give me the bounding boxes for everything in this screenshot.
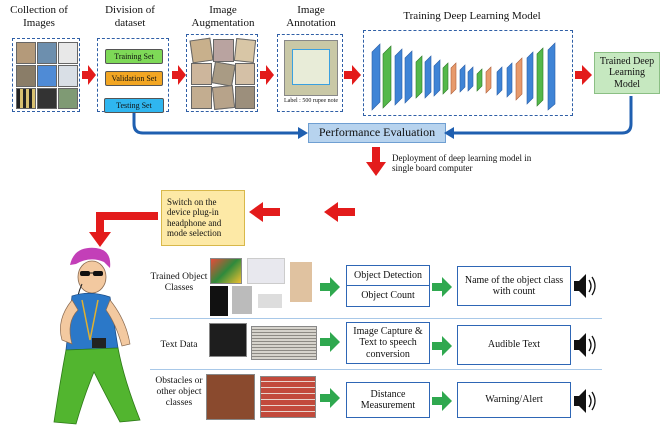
collection-title: Collection of Images [10,4,68,29]
text-image-blackboard [209,323,247,357]
training-set-pill: Training Set [105,49,163,64]
green-arrow-icon [432,277,452,297]
red-arrow-icon [260,65,274,85]
sample-image [37,88,57,109]
object-detection-box: Object Detection [346,265,430,286]
annotation-panel: Label : 500 rupee note [277,34,343,112]
row-input-label: Obstacles or other object classes [155,376,203,408]
annotation-label: Label : 500 rupee note [284,98,338,104]
speaker-icon [574,333,596,357]
annotated-note-image [284,40,338,96]
red-down-arrow-icon [366,147,386,176]
green-arrow-icon [320,277,340,297]
output-audible-text-box: Audible Text [457,325,571,365]
speaker-icon [574,274,596,298]
sample-image [16,42,36,64]
row-input-label: Text Data [160,340,198,350]
object-class-image [210,258,242,284]
augmentation-panel [186,34,258,112]
sample-image [58,42,78,64]
flow-arrows [82,65,592,247]
object-class-image [232,286,252,314]
object-class-image [210,286,228,316]
obstacle-image-wall [260,376,316,418]
deployment-text: Deployment of deep learning model in sin… [392,153,532,174]
sample-image [37,42,57,64]
output-object-class-box: Name of the object class with count [457,266,571,306]
object-class-image [290,262,312,302]
division-panel: Training Set Validation Set [97,38,169,112]
sample-image [16,65,36,87]
distance-measurement-box: Distance Measurement [346,382,430,418]
sample-image [58,65,78,87]
text-to-speech-box: Image Capture & Text to speech conversio… [346,322,430,364]
augmented-image [213,39,234,62]
blue-arrowhead-icon [444,127,454,139]
row-divider [150,318,602,319]
augmented-image [235,86,255,109]
division-title: Division of dataset [105,4,155,29]
sample-image [37,65,57,87]
output-warning-box: Warning/Alert [457,382,571,418]
testing-set-pill: Testing Set [104,98,164,113]
person-illustration [53,247,141,425]
blue-arrowhead-icon [298,127,308,139]
green-arrow-icon [432,391,452,411]
red-bent-arrow-icon [89,212,158,247]
evaluation-flow [132,96,633,135]
cnn-diagram-panel [363,30,573,116]
red-left-arrow-icon [249,202,280,222]
trained-model-box: Trained Deep Learning Model [594,52,660,94]
device-instruction-box: Switch on the device plug-in headphone a… [161,190,245,246]
text-image-page [251,326,317,360]
augmented-image [191,63,212,85]
performance-evaluation-box: Performance Evaluation [308,123,446,143]
row-input-label: Trained Object Classes [150,272,208,293]
red-arrow-icon [82,65,96,85]
red-arrow-icon [172,65,186,85]
augmentation-title: Image Augmentation [191,4,255,29]
validation-set-pill: Validation Set [105,71,163,86]
sample-image [16,88,36,109]
training-title: Training Deep Learning Model [403,10,541,22]
speaker-icon [574,389,596,413]
sample-image [58,88,78,109]
green-arrow-icon [320,332,340,352]
augmented-image [191,86,212,109]
collection-images-panel [12,38,80,112]
row-divider [150,369,602,370]
obstacle-image-tree [206,374,255,420]
annotation-title: Image Annotation [286,4,336,29]
red-left-arrow-icon [324,202,355,222]
green-arrow-icon [320,388,340,408]
augmented-image [235,63,255,85]
red-arrow-icon [344,65,361,85]
object-count-box: Object Count [346,286,430,307]
red-arrow-icon [575,65,592,85]
green-arrows [320,277,452,411]
neural-network-diagram [371,42,556,111]
object-class-image [247,258,285,284]
object-class-image [258,294,282,308]
green-arrow-icon [432,336,452,356]
